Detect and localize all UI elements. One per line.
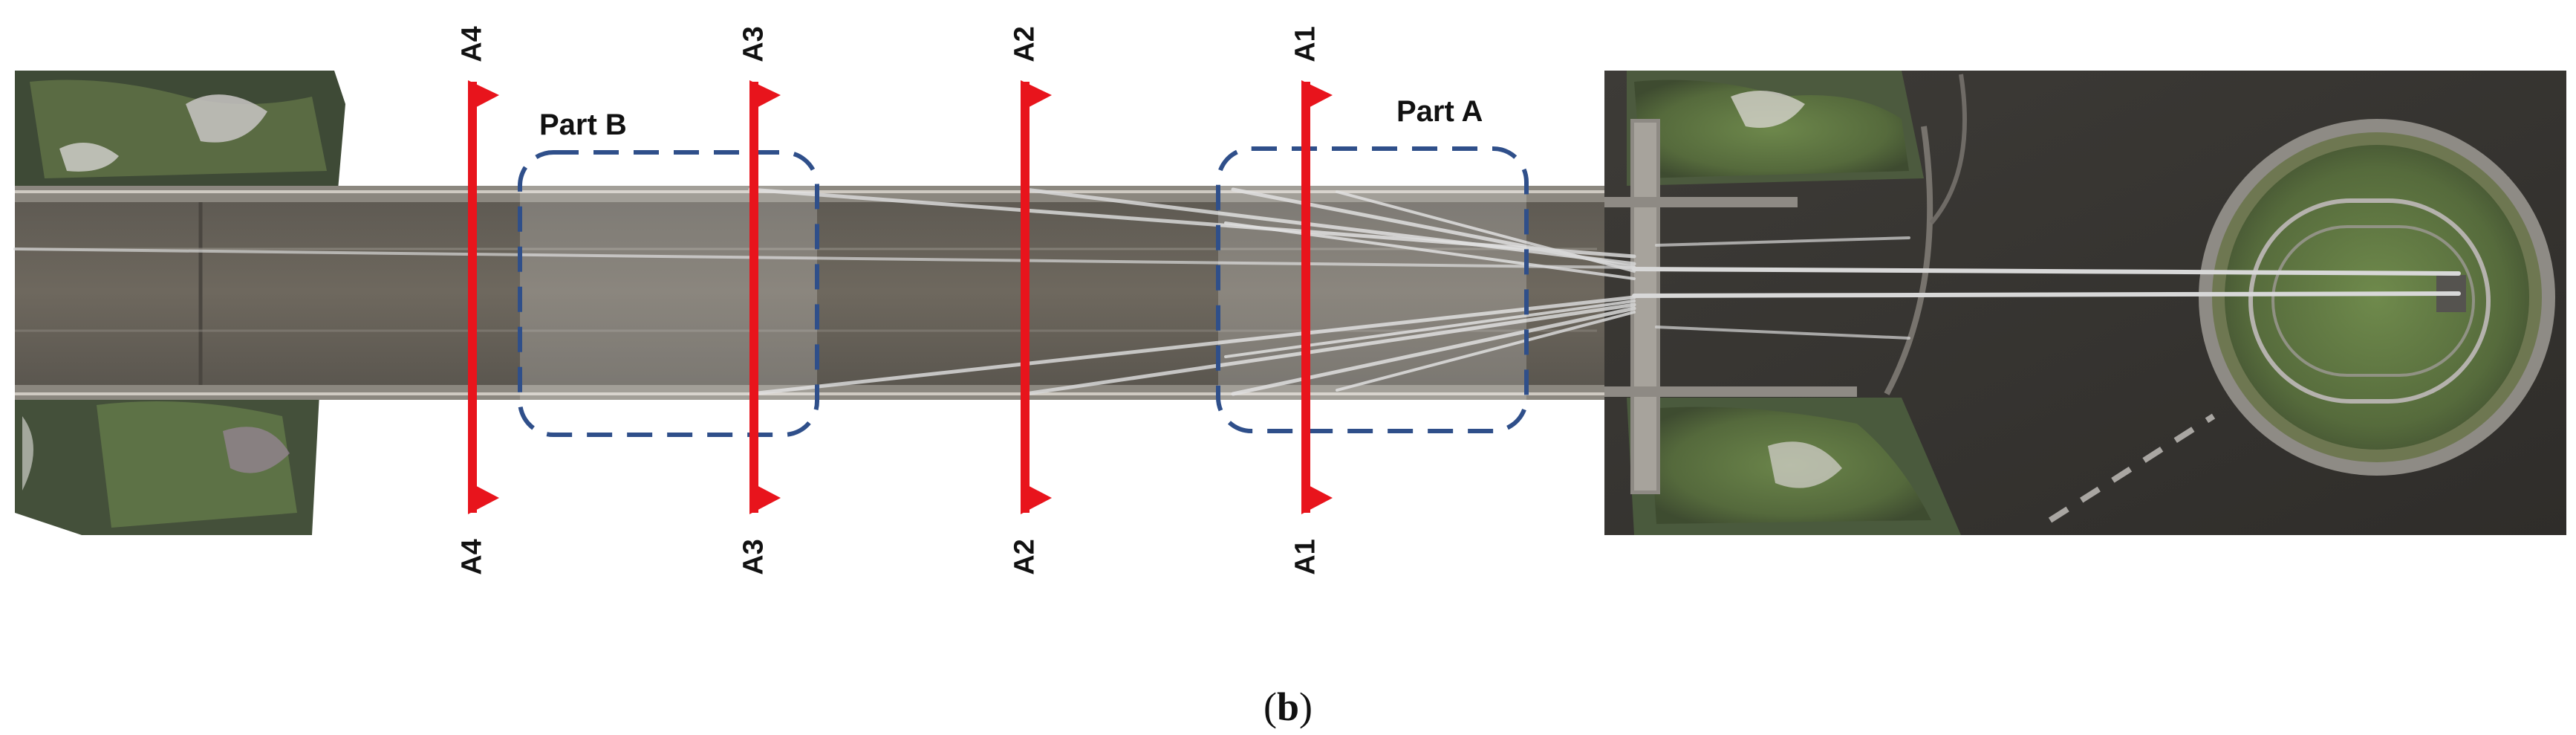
- part-a-outline: [1216, 146, 1529, 433]
- section-label-a3-top: A3: [738, 26, 770, 62]
- cables: [13, 187, 2461, 396]
- section-cut-a3: [749, 80, 781, 514]
- figure-caption: (b): [1263, 684, 1313, 729]
- part-b-outline: [518, 150, 819, 437]
- section-cut-a4: [468, 80, 499, 514]
- part-a-label: Part A: [1396, 95, 1483, 128]
- section-label-a2-top: A2: [1009, 26, 1041, 62]
- section-label-a3-bottom: A3: [738, 539, 770, 575]
- section-cut-a1: [1301, 80, 1333, 514]
- section-cut-a2: [1021, 80, 1052, 514]
- section-label-a2-bottom: A2: [1009, 539, 1041, 575]
- section-label-a4-top: A4: [456, 26, 488, 62]
- caption-letter: b: [1276, 684, 1300, 729]
- section-label-a1-top: A1: [1289, 26, 1321, 62]
- circular-anchorage: [2199, 119, 2555, 476]
- section-label-a4-bottom: A4: [456, 539, 488, 575]
- section-label-a1-bottom: A1: [1289, 539, 1321, 575]
- part-b-label: Part B: [539, 109, 627, 141]
- left-abutment: [15, 71, 345, 535]
